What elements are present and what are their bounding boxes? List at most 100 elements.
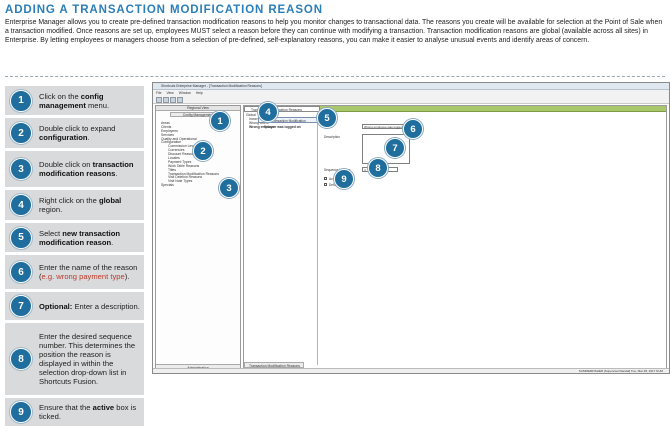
callout-7: 7 xyxy=(385,138,405,158)
toolbar xyxy=(153,96,669,104)
active-label: Active xyxy=(329,177,338,181)
default-label: Default xyxy=(329,183,340,187)
forward-icon[interactable] xyxy=(163,97,169,103)
step-text-part: config management xyxy=(39,91,104,110)
window-title: Shortcuts Enterprise Manager - [Transact… xyxy=(153,83,669,90)
callout-9: 9 xyxy=(334,169,354,189)
step-text: Right click on the global region. xyxy=(39,196,140,214)
step-text-part: transaction modification reasons xyxy=(39,160,134,178)
step-number-badge: 9 xyxy=(10,401,32,423)
step-card: 3 Double click on transaction modificatio… xyxy=(5,151,144,187)
tree-item[interactable]: Discount Reasons xyxy=(168,152,196,157)
tree-item[interactable]: Commission Levels xyxy=(168,144,198,149)
step-text-part: Right click on the xyxy=(39,196,99,205)
list-item[interactable]: Wrong employee was logged on xyxy=(249,124,301,129)
tree-item[interactable]: Work Table Reasons xyxy=(168,163,200,168)
tree-item[interactable]: Locales xyxy=(168,156,180,161)
step-text-part: active xyxy=(92,403,115,412)
intro-paragraph: Enterprise Manager allows you to create … xyxy=(5,19,663,45)
step-number-badge: 2 xyxy=(10,122,32,144)
callout-6: 6 xyxy=(403,119,423,139)
step-text-part: configuration xyxy=(39,133,88,142)
reason-form: Name Wrong employee was logged on Descri… xyxy=(322,113,666,368)
step-text-part: menu. xyxy=(85,100,110,110)
step-text-part: Enter the name of the reason ( xyxy=(39,263,138,281)
main-footer-tab[interactable]: Transaction Modification Reasons xyxy=(244,362,304,368)
tree-item[interactable]: Titles xyxy=(168,167,176,172)
callout-3: 3 xyxy=(219,178,239,198)
step-text: Double click to expand configuration. xyxy=(39,124,140,142)
step-card: 4 Right click on the global region. xyxy=(5,190,144,220)
step-text-part: Ensure that the xyxy=(39,403,93,412)
callout-5: 5 xyxy=(317,108,337,128)
main-panel: Transaction Modification Reasons GlobalI… xyxy=(243,105,667,369)
callout-4: 4 xyxy=(258,102,278,122)
save-icon[interactable] xyxy=(170,97,176,103)
step-text: Optional: Enter a description. xyxy=(39,302,140,311)
regional-view-header: Regional View xyxy=(156,106,240,111)
step-number-badge: 6 xyxy=(10,261,32,283)
step-text: Enter the desired sequence number. This … xyxy=(39,332,140,386)
step-text-part: Enter a description. xyxy=(72,301,140,311)
menu-view[interactable]: View xyxy=(166,91,174,95)
tree-item[interactable]: Transaction Modification Reasons xyxy=(168,171,219,176)
step-number-badge: 3 xyxy=(10,158,32,180)
callout-8: 8 xyxy=(368,158,388,178)
step-text-part: e.g. wrong payment type xyxy=(41,272,125,281)
tree-item[interactable]: Areas xyxy=(161,121,170,125)
default-checkbox[interactable] xyxy=(324,183,327,186)
menu-help[interactable]: Help xyxy=(195,91,203,95)
page-title: ADDING A TRANSACTION MODIFICATION REASON xyxy=(5,4,323,16)
step-text-part: Double click on xyxy=(39,160,93,169)
step-text-part: Optional: xyxy=(39,301,73,311)
menu-file[interactable]: File xyxy=(156,91,162,95)
step-card: 6 Enter the name of the reason (e.g. wron… xyxy=(5,255,144,289)
tree-item[interactable]: Configuration xyxy=(161,140,182,145)
step-text: Select new transaction modification reas… xyxy=(39,229,140,247)
step-text: Click on the config management menu. xyxy=(39,92,140,110)
step-text-part: region. xyxy=(39,205,63,214)
tree-item[interactable]: Payment Types xyxy=(168,159,192,164)
step-number-badge: 1 xyxy=(10,89,32,112)
step-text-part: . xyxy=(115,169,118,178)
step-number-badge: 4 xyxy=(10,194,32,216)
step-text-part: . xyxy=(87,133,90,142)
tree-item[interactable]: Visit Note Types xyxy=(168,179,193,184)
step-text-part: global xyxy=(98,196,122,205)
tree-item[interactable]: Services xyxy=(161,132,175,137)
menu-window[interactable]: Window xyxy=(178,91,191,95)
refresh-icon[interactable] xyxy=(177,97,183,103)
step-text: Double click on transaction modification… xyxy=(39,160,140,178)
step-text-part: new transaction modification reason xyxy=(39,228,121,247)
section-divider xyxy=(5,76,665,77)
tree-item[interactable]: Visit Deletion Reasons xyxy=(168,175,203,180)
tree-item[interactable]: Specials xyxy=(161,183,174,188)
active-checkbox[interactable] xyxy=(324,177,327,180)
step-number-badge: 8 xyxy=(10,348,32,370)
step-text-part: Enter the desired sequence number. This … xyxy=(39,332,136,386)
tab-transaction-modification-reasons[interactable]: Transaction Modification Reasons xyxy=(244,106,320,112)
list-item[interactable]: Global xyxy=(246,113,256,117)
step-number-badge: 7 xyxy=(10,295,32,317)
step-card: 7 Optional: Enter a description. xyxy=(5,292,144,320)
step-text: Ensure that the active box is ticked. xyxy=(39,403,140,421)
step-text-part: ). xyxy=(124,272,130,281)
tree-item[interactable]: Clients xyxy=(161,124,172,129)
step-card: 2 Double click to expand configuration. xyxy=(5,118,144,148)
callout-1: 1 xyxy=(210,111,230,131)
step-card: 9 Ensure that the active box is ticked. xyxy=(5,398,144,426)
step-card: 1 Click on the config management menu. xyxy=(5,86,144,115)
tree-item[interactable]: Quality and Operational xyxy=(161,136,197,141)
back-icon[interactable] xyxy=(156,97,162,103)
step-card: 8 Enter the desired sequence number. This… xyxy=(5,323,144,395)
step-text-part: Select xyxy=(39,228,63,238)
menu-bar: File View Window Help xyxy=(153,90,669,96)
tree-item[interactable]: Employees xyxy=(161,128,178,133)
step-text-part: box is ticked. xyxy=(39,403,137,421)
step-number-badge: 5 xyxy=(10,226,32,249)
status-bar: SUMMERFISHER [Supervisor/Sandal] Tue, Ma… xyxy=(153,368,669,373)
tree-item[interactable]: Currencies xyxy=(168,148,185,153)
